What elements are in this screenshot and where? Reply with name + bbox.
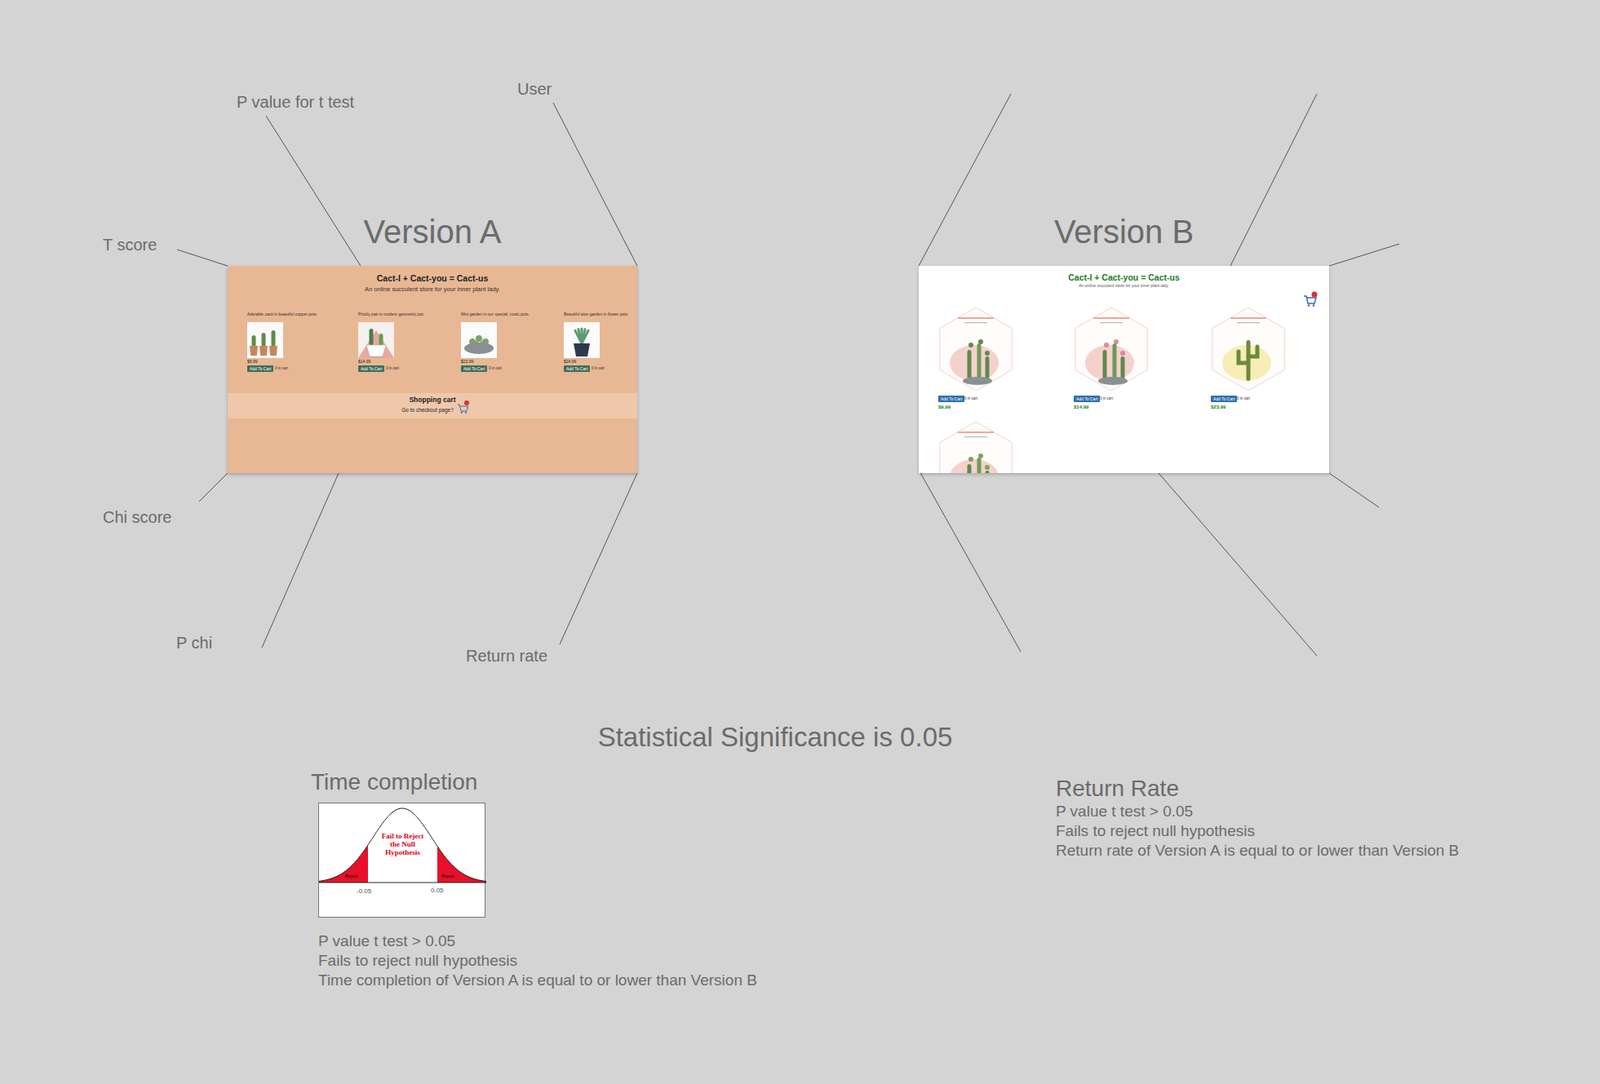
product-caption: Beautiful aloe garden in flower pots. (563, 311, 638, 317)
cart-count: 0 in cart (1236, 396, 1250, 401)
product-card: Add To Cart0 in cart $9.99 (926, 305, 1025, 413)
checkout-link: Go to checkout page? (227, 407, 628, 414)
result-note: P value t test > 0.05 (1055, 802, 1193, 822)
result-note: Fails to reject null hypothesis (1055, 822, 1255, 842)
leader-label: Chi score (102, 507, 172, 528)
result-note: Time completion of Version A is equal to… (318, 971, 758, 991)
product-card: Add To Cart0 in cart $14.99 (1062, 305, 1161, 413)
leader-label: P value for t test (236, 92, 355, 112)
reject-region: Reject (441, 873, 455, 880)
version-heading: Version B (918, 212, 1330, 252)
section-heading: Return Rate (1055, 775, 1179, 803)
price: $24.99 (563, 359, 577, 364)
price: $14.99 (358, 359, 371, 364)
cart-button: Add To Cart (563, 365, 590, 373)
bell-curve-chart: Fail to Reject the Null HypothesisReject… (318, 802, 486, 918)
product-card: Prickly pair in modern geometric pot. $14… (358, 311, 434, 381)
cart-button: Add To Cart (1073, 395, 1100, 403)
result-note: Return rate of Version A is equal to or … (1055, 842, 1459, 861)
cart-button: Add To Cart (1210, 395, 1237, 403)
site-subtitle: An online succulent store for your inner… (918, 283, 1330, 289)
section-heading: Time completion (310, 768, 478, 797)
axis-value: -0.05 (356, 887, 372, 896)
price: $23.99 (460, 359, 474, 364)
product-card: Add To Cart0 in cart $23.99 (1199, 305, 1298, 413)
product-caption: Prickly pair in modern geometric pot. (358, 311, 432, 317)
cart-count: 0 in cart (591, 366, 605, 371)
cart-heading: Shopping cart (227, 395, 638, 404)
significance-note: Statistical Significance is 0.05 (448, 721, 1102, 754)
product-card: Adorable cacti in beautiful copper pots.… (247, 311, 323, 381)
result-note: Fails to reject null hypothesis (318, 952, 518, 971)
product-caption: Adorable cacti in beautiful copper pots. (247, 311, 321, 317)
illustration (918, 265, 1330, 474)
axis-value: 0.05 (430, 886, 444, 896)
price: $14.99 (1073, 404, 1089, 411)
price: $9.99 (247, 359, 258, 364)
reject-region: Reject (345, 873, 359, 880)
leader-label: Return rate (465, 646, 548, 666)
version-heading: Version A (227, 212, 638, 252)
result-note: P value t test > 0.05 (318, 932, 456, 952)
cart-button: Add To Cart (247, 365, 274, 373)
product-card: Beautiful aloe garden in flower pots.$24… (563, 311, 634, 381)
curve-note: Fail to Reject the Null Hypothesis (380, 833, 426, 858)
leader-label: T score (102, 234, 157, 255)
site-title: Cact-I + Cact-you = Cact-us (227, 273, 638, 284)
leader-label: P chi (176, 633, 213, 653)
price: $9.99 (938, 404, 951, 411)
cart-count: 0 in cart (964, 396, 978, 401)
site-title: Cact-I + Cact-you = Cact-us (918, 272, 1330, 284)
cart-count: 0 in cart (274, 366, 289, 371)
cart-count: 0 in cart (385, 366, 399, 371)
price: $23.99 (1210, 404, 1226, 411)
cart-band: Shopping cart Go to checkout page? (227, 393, 638, 419)
cart-button: Add To Cart (358, 365, 385, 373)
screenshot-panel: Version BCact-I + Cact-you = Cact-usAn o… (918, 265, 1330, 474)
illustration (319, 803, 487, 919)
cart-button: Add To Cart (938, 395, 965, 403)
site-subtitle: An online succulent store for your inner… (227, 285, 638, 293)
screenshot-panel: Version ACact-I + Cact-you = Cact-usAn o… (227, 265, 638, 474)
cart-count: 0 in cart (488, 366, 502, 371)
cart-button: Add To Cart (460, 365, 488, 373)
leader-label: User (517, 79, 552, 99)
product-card: Mini garden in our special, rustic pots.… (460, 311, 537, 381)
product-caption: Mini garden in our special, rustic pots. (460, 311, 535, 317)
cart-count: 0 in cart (1099, 396, 1113, 401)
